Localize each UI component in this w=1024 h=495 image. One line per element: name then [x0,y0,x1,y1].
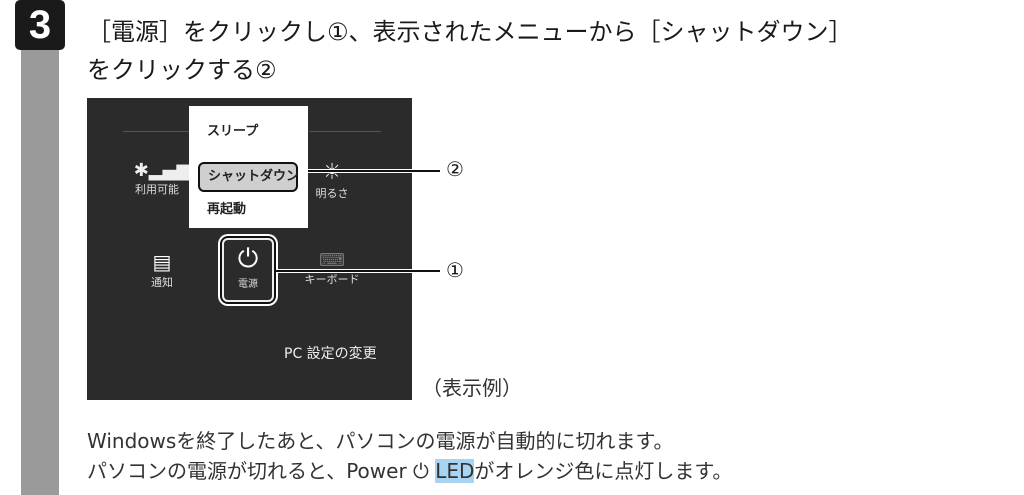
callout-1: ① [446,258,464,282]
menu-item-sleep[interactable]: スリープ [207,124,259,139]
brightness-label: 明るさ [315,187,349,200]
brightness-tile[interactable]: ☼ 明るさ [302,160,362,201]
keyboard-label: キーボード [304,273,360,286]
network-icon: ✱▂▄▆ [133,160,191,181]
notifications-icon: ▤ [152,250,172,274]
callout-line-1 [276,270,440,272]
brightness-icon: ☼ [322,160,342,185]
settings-charm-screenshot: ✱▂▄▆ 利用可能 ☼ 明るさ ▤ 通知 ⏻ 電源 ⌨ キーボード PC 設定の… [87,98,412,400]
body-line2-end: がオレンジ色に点灯します。 [474,459,733,483]
step-title-line1: ［電源］をクリックし①、表示されたメニューから［シャットダウン］ [87,18,853,46]
callout-2: ② [446,157,464,181]
body-line1: Windowsを終了したあと、パソコンの電源が自動的に切れます。 [87,429,674,453]
power-tile[interactable]: ⏻ 電源 [222,238,274,302]
power-icon: ⏻ [237,244,259,274]
led-text: LED [435,459,475,483]
step-title-line2: をクリックする② [87,56,277,84]
step-number-badge: 3 [15,0,65,50]
notifications-label: 通知 [151,276,173,289]
notifications-tile[interactable]: ▤ 通知 [132,250,192,290]
pc-settings-link[interactable]: PC 設定の変更 [284,346,377,362]
body-line2: パソコンの電源が切れると、Power ⏻ LEDがオレンジ色に点灯します。 [87,455,732,484]
example-caption: （表示例） [422,376,522,400]
divider [309,131,381,132]
menu-item-restart[interactable]: 再起動 [207,202,247,217]
step-side-bar [21,50,59,495]
menu-item-shutdown[interactable]: シャットダウン [198,162,299,192]
keyboard-icon: ⌨ [319,250,345,271]
power-icon: ⏻ [413,459,429,483]
divider [123,131,223,132]
network-label: 利用可能 [135,183,179,196]
keyboard-tile[interactable]: ⌨ キーボード [302,250,362,287]
power-menu: スリープ シャットダウン 再起動 [189,106,308,228]
network-tile[interactable]: ✱▂▄▆ 利用可能 [132,160,192,197]
body-line2-text: パソコンの電源が切れると、Power [87,459,407,483]
callout-line-2 [308,170,440,172]
power-label: 電源 [238,279,258,290]
